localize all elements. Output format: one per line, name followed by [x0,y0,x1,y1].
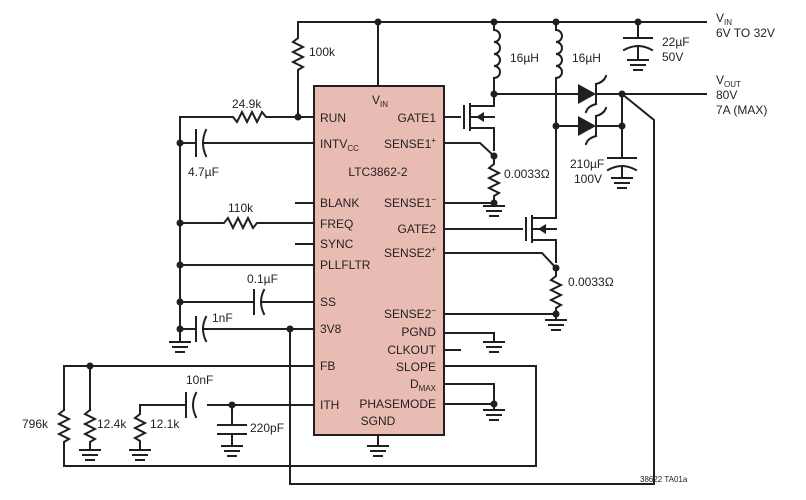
ic-body [313,85,445,436]
capacitor-cout [606,125,638,189]
capacitor-0-1uf [176,288,315,316]
capacitor-cin [622,21,654,71]
vin-range: 6V TO 32V [716,26,775,40]
label-12-4k: 12.4k [97,417,127,431]
pin-3v8: 3V8 [320,322,342,336]
pgnd-net [443,332,505,421]
run-net [179,109,315,334]
inductor-l1 [490,21,501,98]
fb-net [56,362,537,467]
mosfet-q1 [443,93,498,160]
pllfltr-net [176,261,315,269]
pin-sync: SYNC [320,237,354,251]
pin-freq: FREQ [320,217,353,231]
pin-sense1-minus: SENSE1− [384,195,436,210]
mosfet-q2 [443,211,560,272]
pin-blank: BLANK [320,196,359,210]
ground-left [169,332,191,353]
resistor-110k [176,215,315,231]
vin-label: VIN [716,11,732,27]
label-cout-value: 210µF [570,157,604,171]
label-12-1k: 12.1k [150,417,180,431]
label-4-7uf: 4.7µF [188,165,219,179]
label-cout-voltage: 100V [574,172,602,186]
label-220pf: 220pF [250,421,284,435]
sense-resistor-2 [443,267,567,331]
vout-sense-return [289,92,655,485]
figure-id: 38622 TA01a [640,475,688,484]
label-1nf: 1nF [212,311,233,325]
pin-ith: ITH [320,398,339,412]
pin-run: RUN [320,111,346,125]
label-24-9k: 24.9k [232,97,262,111]
pin-sense2-minus: SENSE2− [384,306,436,321]
label-cin-voltage: 50V [662,50,683,64]
pin-clkout: CLKOUT [387,343,436,357]
diode-d1 [493,74,707,114]
capacitor-4-7uf [176,128,315,158]
pin-gate1: GATE1 [398,111,437,125]
ic-part-number: LTC3862-2 [348,165,407,179]
pin-phasemode: PHASEMODE [359,397,436,411]
pin-sgnd: SGND [361,414,396,428]
label-796k: 796k [22,417,49,431]
ground-sgnd [367,434,389,457]
sense-resistor-1 [443,155,505,217]
vout-current: 7A (MAX) [716,103,767,117]
pin-dmax: DMAX [410,377,437,393]
vout-label: VOUT [716,73,741,89]
pin-gate2: GATE2 [398,222,437,236]
label-10nf: 10nF [186,373,213,387]
pin-ss: SS [320,295,336,309]
pin-pgnd: PGND [401,325,436,339]
label-rs2: 0.0033Ω [568,275,614,289]
pin-sense1-plus: SENSE1+ [384,136,436,151]
vout-value: 80V [716,88,737,102]
vin-rail [297,18,707,87]
label-cin-value: 22µF [662,35,690,49]
pin-intvcc: INTVCC [320,137,359,153]
pin-sense2-plus: SENSE2+ [384,245,436,260]
label-100k: 100k [309,45,336,59]
ic-vin-pin-label: VIN [372,93,388,109]
pin-slope: SLOPE [396,360,436,374]
label-rs1: 0.0033Ω [504,167,550,181]
label-l2: 16µH [572,51,601,65]
pin-fb: FB [320,359,335,373]
inductor-l2 [552,21,563,213]
diode-d2 [555,93,626,146]
pin-pllfltr: PLLFLTR [320,258,371,272]
capacitor-1nf [176,315,315,343]
resistor-100k [290,21,306,118]
label-l1: 16µH [510,51,539,65]
label-0-1uf: 0.1µF [247,272,278,286]
label-110k: 110k [228,201,254,215]
